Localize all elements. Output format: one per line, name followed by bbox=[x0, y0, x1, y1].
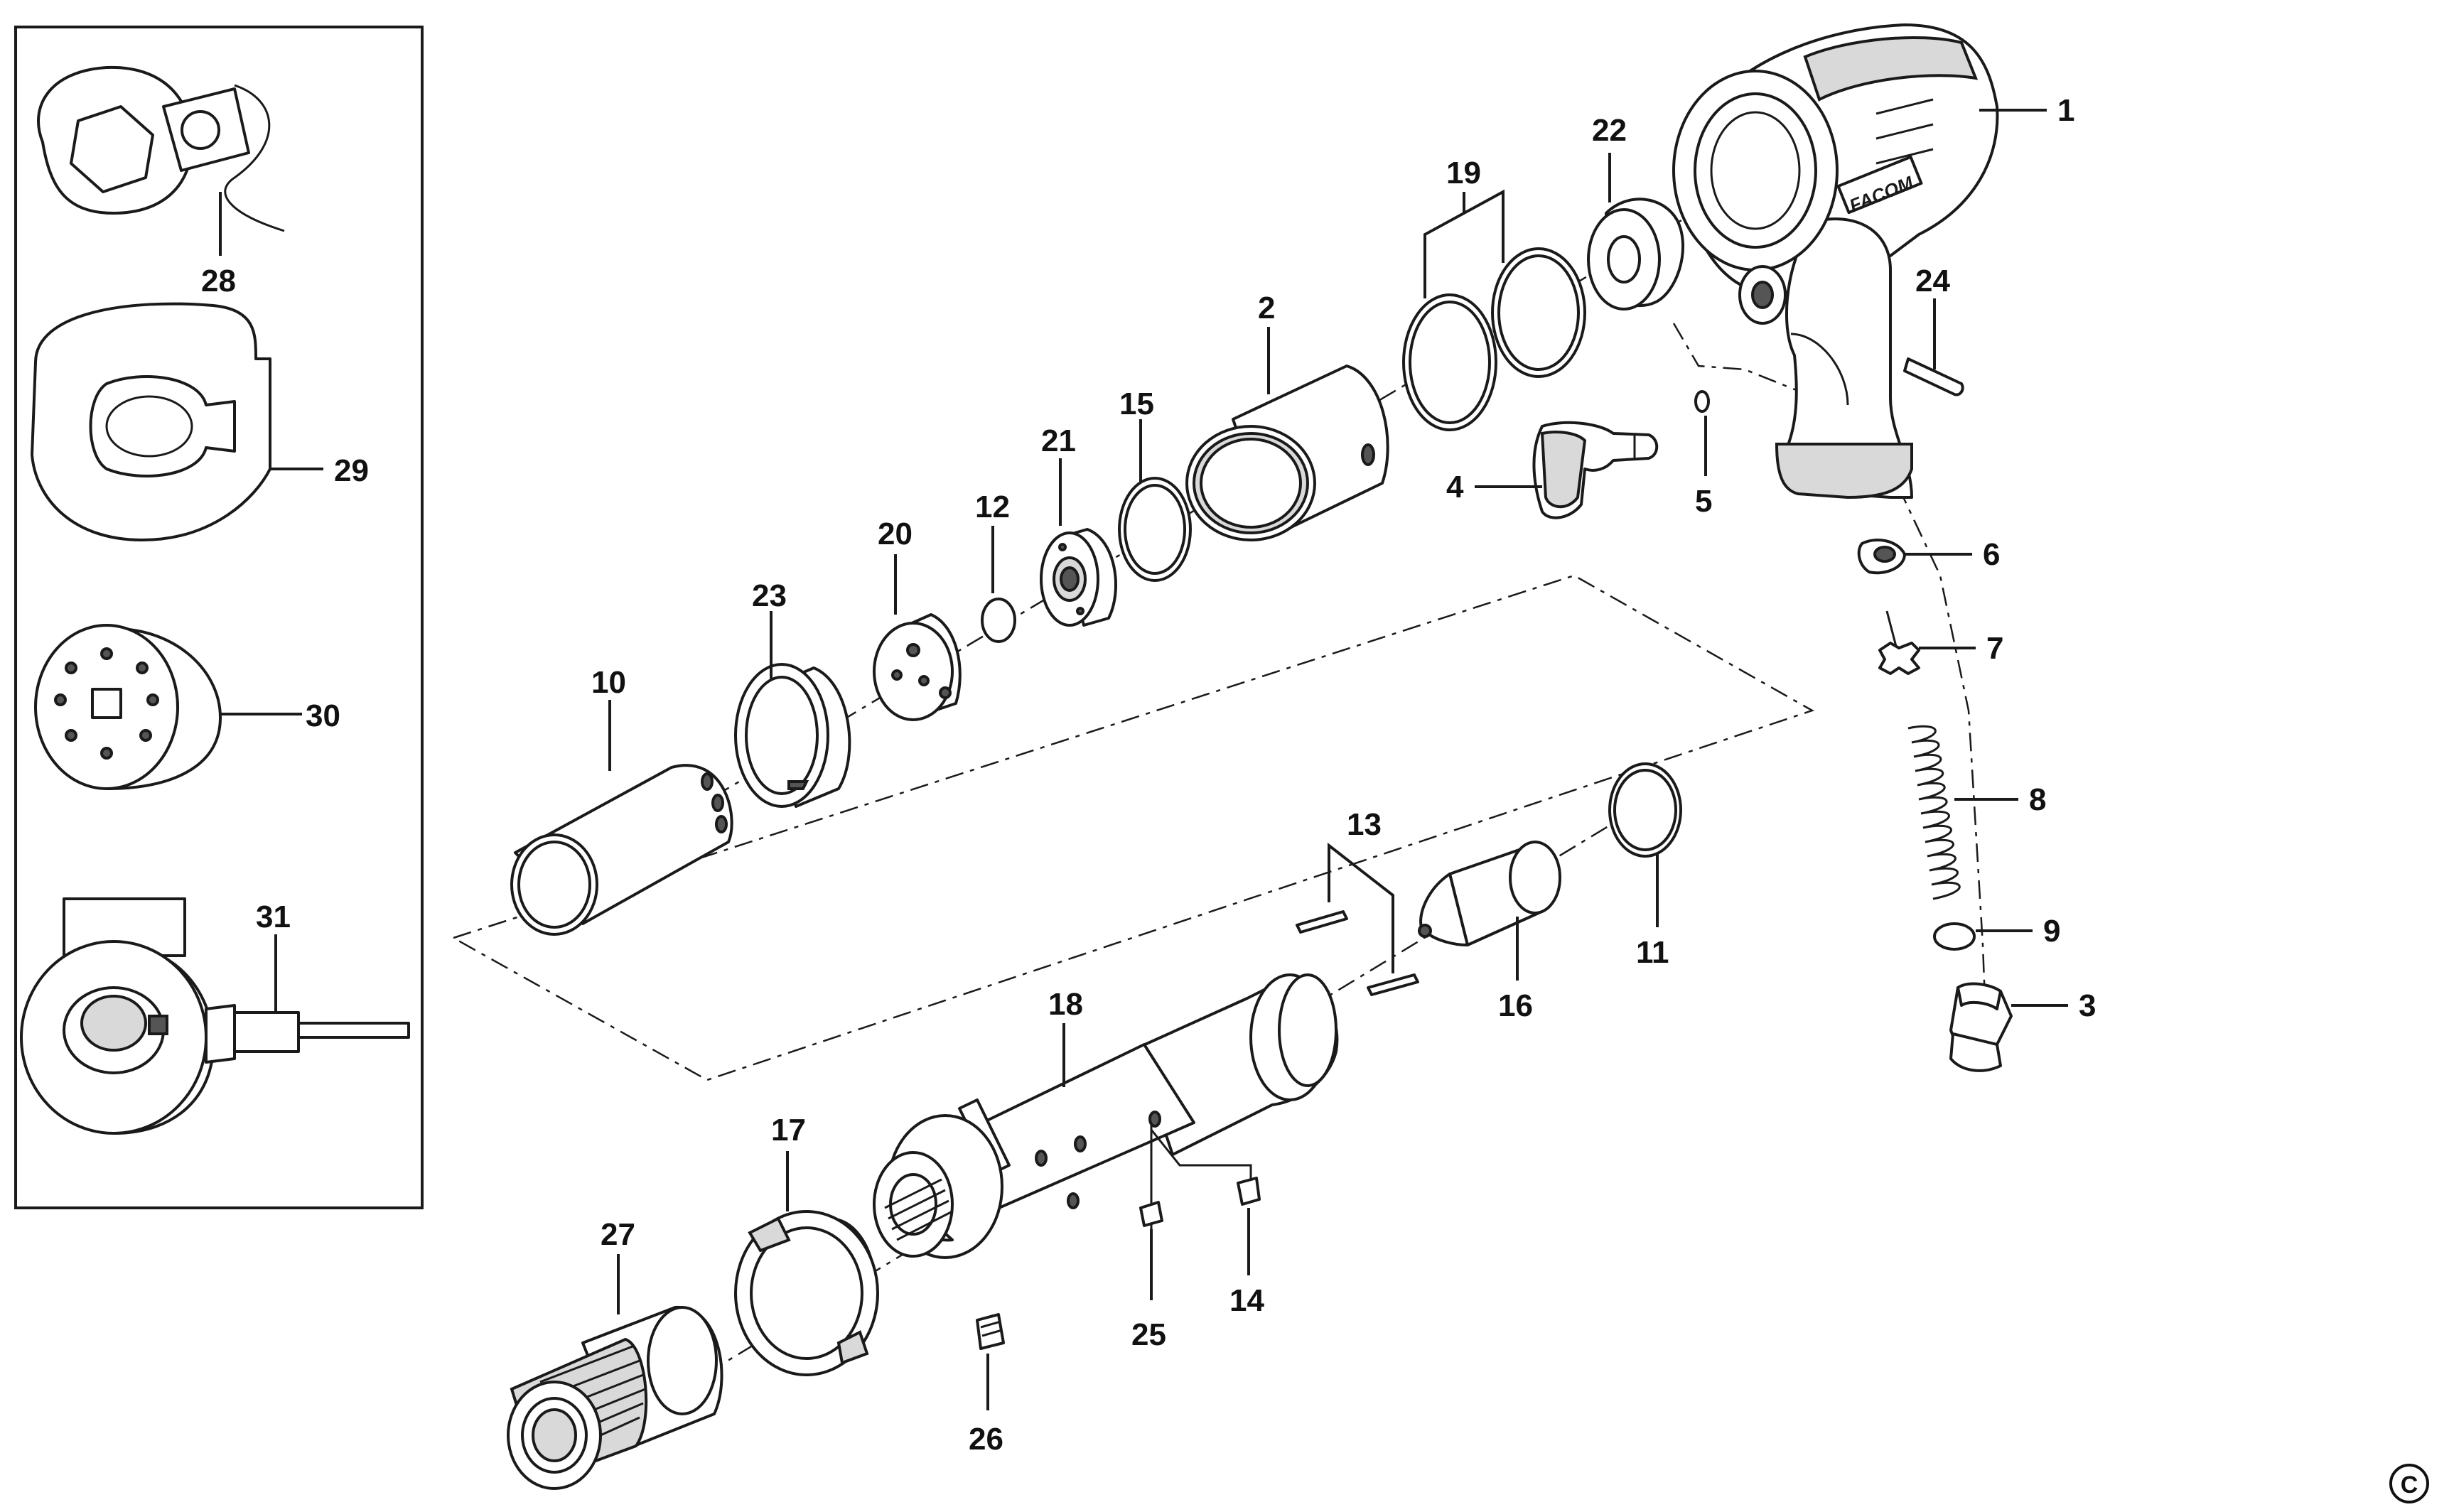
part-16-hammer-piston bbox=[1418, 841, 1561, 946]
callout-1: 1 bbox=[2057, 93, 2074, 128]
copyright-symbol: C bbox=[2401, 1472, 2418, 1498]
part-13-pins bbox=[1296, 910, 1419, 996]
part-1-hammer-body: FACOM bbox=[1672, 23, 1999, 500]
callout-31: 31 bbox=[256, 900, 291, 934]
part-3-air-inlet bbox=[1949, 982, 2013, 1072]
part-17-retaining-nut bbox=[734, 1210, 879, 1376]
callout-25: 25 bbox=[1131, 1317, 1166, 1352]
callout-27: 27 bbox=[601, 1217, 635, 1252]
callout-20: 20 bbox=[878, 517, 913, 551]
part-21-valve-plate bbox=[1040, 528, 1117, 627]
callout-21: 21 bbox=[1041, 423, 1076, 458]
callout-24: 24 bbox=[1915, 264, 1950, 298]
callout-10: 10 bbox=[591, 665, 626, 700]
part-8-spring bbox=[1907, 725, 1961, 900]
part-2-cylinder bbox=[1185, 364, 1389, 541]
callout-12: 12 bbox=[975, 490, 1010, 524]
callout-22: 22 bbox=[1592, 113, 1627, 148]
callout-13: 13 bbox=[1347, 807, 1382, 842]
callout-14: 14 bbox=[1229, 1283, 1264, 1318]
callout-9: 9 bbox=[2043, 914, 2060, 949]
part-11-o-ring bbox=[1608, 762, 1682, 858]
callout-23: 23 bbox=[752, 578, 787, 613]
part-25-set-screw bbox=[1139, 1201, 1163, 1227]
part-30-drive-plate bbox=[34, 624, 222, 790]
part-5-small-o-ring bbox=[1694, 390, 1710, 413]
callout-18: 18 bbox=[1048, 987, 1083, 1022]
callout-2: 2 bbox=[1258, 291, 1275, 325]
accessory-panel-frame bbox=[14, 26, 424, 1209]
callout-11: 11 bbox=[1636, 935, 1669, 970]
part-15-o-ring bbox=[1118, 477, 1192, 582]
callout-30: 30 bbox=[306, 698, 340, 733]
part-6-washer bbox=[1857, 539, 1906, 575]
part-14-set-screw bbox=[1237, 1177, 1261, 1206]
part-4-trigger-lever bbox=[1532, 421, 1659, 519]
part-23-ring bbox=[734, 663, 851, 808]
callout-6: 6 bbox=[1983, 537, 2000, 572]
callout-3: 3 bbox=[2079, 988, 2096, 1023]
part-28-hex-wrench bbox=[37, 65, 285, 232]
callout-15: 15 bbox=[1119, 387, 1154, 421]
part-12-small-o-ring bbox=[981, 598, 1016, 643]
callout-19: 19 bbox=[1446, 156, 1481, 190]
callout-4: 4 bbox=[1446, 470, 1464, 504]
callout-17: 17 bbox=[771, 1113, 806, 1148]
barrel-assembly-boundary bbox=[451, 574, 1815, 1081]
part-9-o-ring bbox=[1933, 922, 1976, 951]
callout-26: 26 bbox=[969, 1422, 1003, 1457]
part-19-o-rings bbox=[1402, 247, 1586, 431]
part-10-sleeve bbox=[510, 764, 733, 936]
part-27-quick-chuck bbox=[507, 1305, 723, 1490]
callout-7: 7 bbox=[1986, 631, 2003, 666]
part-24-pin bbox=[1903, 357, 1964, 396]
callout-8: 8 bbox=[2029, 782, 2046, 817]
part-22-cushion bbox=[1587, 198, 1684, 310]
part-18-barrel bbox=[873, 973, 1339, 1259]
callout-5: 5 bbox=[1695, 484, 1712, 519]
leader-13-bracket bbox=[1328, 842, 1394, 973]
part-31-clamp-assembly bbox=[20, 897, 410, 1135]
part-7-valve-stem bbox=[1878, 610, 1920, 675]
part-20-piston bbox=[873, 613, 962, 721]
part-26-set-screw bbox=[976, 1313, 1005, 1350]
callout-29: 29 bbox=[334, 453, 369, 488]
copyright-circle bbox=[2389, 1464, 2429, 1503]
part-29-crowfoot-adapter bbox=[31, 302, 271, 541]
callout-28: 28 bbox=[201, 264, 236, 298]
callout-16: 16 bbox=[1498, 988, 1533, 1023]
